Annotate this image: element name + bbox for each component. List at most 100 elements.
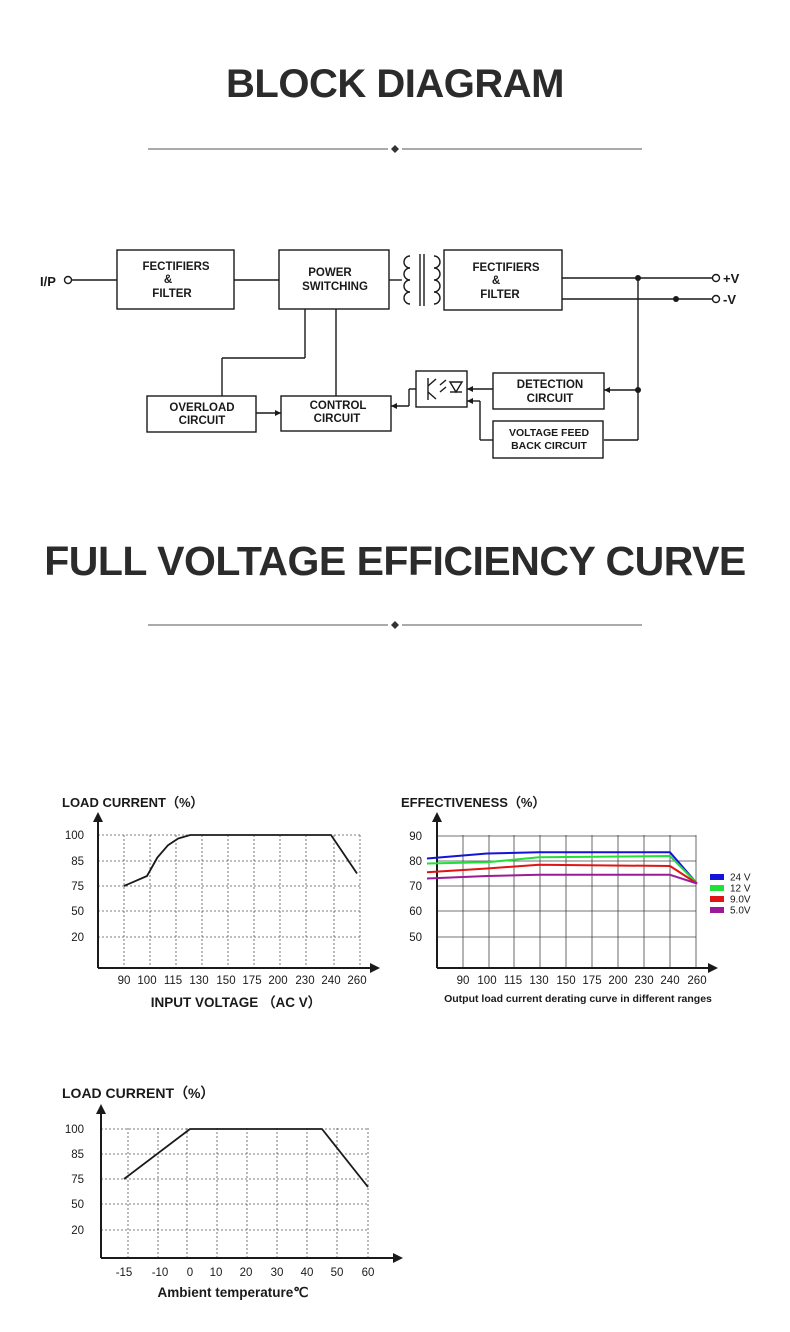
x-tick-label: 130 [529, 975, 548, 987]
y-tick-label: 50 [71, 1199, 84, 1211]
series-line-24V [426, 851, 698, 885]
x-tick-label: 0 [187, 1267, 193, 1279]
y-tick-label: 75 [71, 1174, 84, 1186]
divider-line [148, 145, 642, 153]
y-axis-arrow [93, 812, 103, 822]
x-axis-label: INPUT VOLTAGE （AC V） [151, 995, 322, 1010]
x-axis-arrow [708, 963, 718, 973]
x-tick-label: 200 [268, 975, 287, 987]
output-positive-label: +V [723, 271, 740, 286]
x-axis-label: Ambient temperature℃ [158, 1285, 310, 1300]
series-line-90V [426, 863, 698, 885]
legend-label: 5.0V [730, 906, 751, 917]
block-diagram: I/P +V -V FECTIFIERS & FILTER POWER SWIT… [40, 249, 740, 459]
x-axis-label: Output load current derating curve in di… [444, 993, 712, 1005]
block-label-line: VOLTAGE FEED [509, 427, 590, 439]
block-label-line: & [492, 275, 500, 287]
series-line [123, 834, 358, 887]
x-tick-label: 240 [321, 975, 340, 987]
block-label-line: SWITCHING [302, 281, 368, 293]
x-tick-label: 230 [634, 975, 653, 987]
block-label-line: FILTER [480, 289, 520, 301]
block-label-line: OVERLOAD [169, 402, 234, 414]
y-tick-label: 85 [71, 1149, 84, 1161]
block-label-line: & [164, 274, 172, 286]
y-axis-arrow [432, 812, 442, 822]
legend-swatch [710, 896, 724, 902]
legend-swatch [710, 874, 724, 880]
x-tick-label: 175 [242, 975, 261, 987]
x-tick-label: 30 [271, 1267, 284, 1279]
y-tick-label: 50 [71, 906, 84, 918]
x-tick-label: 240 [660, 975, 679, 987]
block-diagram-title: BLOCK DIAGRAM [226, 62, 564, 106]
y-axis-arrow [96, 1104, 106, 1114]
series-line [123, 1128, 369, 1188]
chart-3: -15 -10 0 10 20 30 40 50 60 100 85 75 50 20 LOAD CURRE… [62, 1085, 403, 1300]
y-tick-label: 20 [71, 1225, 84, 1237]
y-tick-label: 80 [409, 856, 422, 868]
x-tick-label: 100 [477, 975, 496, 987]
input-label: I/P [40, 274, 56, 289]
y-tick-label: 100 [65, 830, 84, 842]
x-tick-label: 50 [331, 1267, 344, 1279]
y-tick-label: 70 [409, 881, 422, 893]
x-tick-label: 130 [189, 975, 208, 987]
y-tick-label: 75 [71, 881, 84, 893]
legend-label: 12 V [730, 884, 751, 895]
y-axis-label: LOAD CURRENT（%） [62, 1085, 214, 1101]
block-label-line: DETECTION [517, 379, 583, 391]
block-detection [492, 372, 605, 410]
block-overload [146, 395, 257, 433]
block-label-line: CIRCUIT [179, 415, 226, 427]
block-label-line: CONTROL [310, 400, 367, 412]
x-tick-label: 260 [347, 975, 366, 987]
x-tick-label: 90 [118, 975, 131, 987]
y-axis-label: EFFECTIVENESS（%） [401, 795, 545, 810]
block-label-line: FECTIFIERS [142, 261, 209, 273]
block-output-rectifier [443, 249, 563, 311]
series-line-50V [426, 873, 698, 885]
x-tick-label: -10 [152, 1267, 169, 1279]
block-label-line: POWER [308, 267, 352, 279]
y-tick-label: 50 [409, 932, 422, 944]
block-label-line: FECTIFIERS [472, 262, 539, 274]
output-negative-label: -V [723, 292, 736, 307]
x-tick-label: 20 [240, 1267, 253, 1279]
x-tick-label: -15 [116, 1267, 133, 1279]
x-tick-label: 115 [504, 975, 522, 987]
x-tick-label: 90 [457, 975, 470, 987]
x-tick-label: 150 [556, 975, 575, 987]
legend-label: 9.0V [730, 895, 751, 906]
x-tick-label: 40 [301, 1267, 314, 1279]
y-tick-label: 100 [65, 1124, 84, 1136]
y-axis-label: LOAD CURRENT（%） [62, 795, 204, 810]
chart-2: 90 100 115 130 150 175 200 230 240 260 90 80 70 60 50 E… [401, 795, 751, 1005]
y-tick-label: 20 [71, 932, 84, 944]
y-tick-label: 90 [409, 831, 422, 843]
block-label-line: CIRCUIT [314, 413, 361, 425]
x-tick-label: 200 [608, 975, 627, 987]
x-tick-label: 260 [687, 975, 706, 987]
series-line-12V [426, 855, 698, 885]
block-label-line: BACK CIRCUIT [511, 440, 587, 452]
divider-line [148, 621, 642, 629]
x-axis-arrow [370, 963, 380, 973]
y-tick-label: 85 [71, 856, 84, 868]
legend-swatch [710, 885, 724, 891]
x-tick-label: 150 [216, 975, 235, 987]
x-tick-label: 100 [137, 975, 156, 987]
legend-swatch [710, 907, 724, 913]
x-axis-arrow [393, 1253, 403, 1263]
y-tick-label: 60 [409, 906, 422, 918]
x-tick-label: 230 [295, 975, 314, 987]
x-tick-label: 175 [582, 975, 601, 987]
legend-label: 24 V [730, 873, 751, 884]
block-label-line: FILTER [152, 288, 192, 300]
x-tick-label: 60 [362, 1267, 375, 1279]
x-tick-label: 10 [210, 1267, 223, 1279]
block-label-line: CIRCUIT [527, 393, 574, 405]
efficiency-curve-title: FULL VOLTAGE EFFICIENCY CURVE [44, 538, 746, 584]
